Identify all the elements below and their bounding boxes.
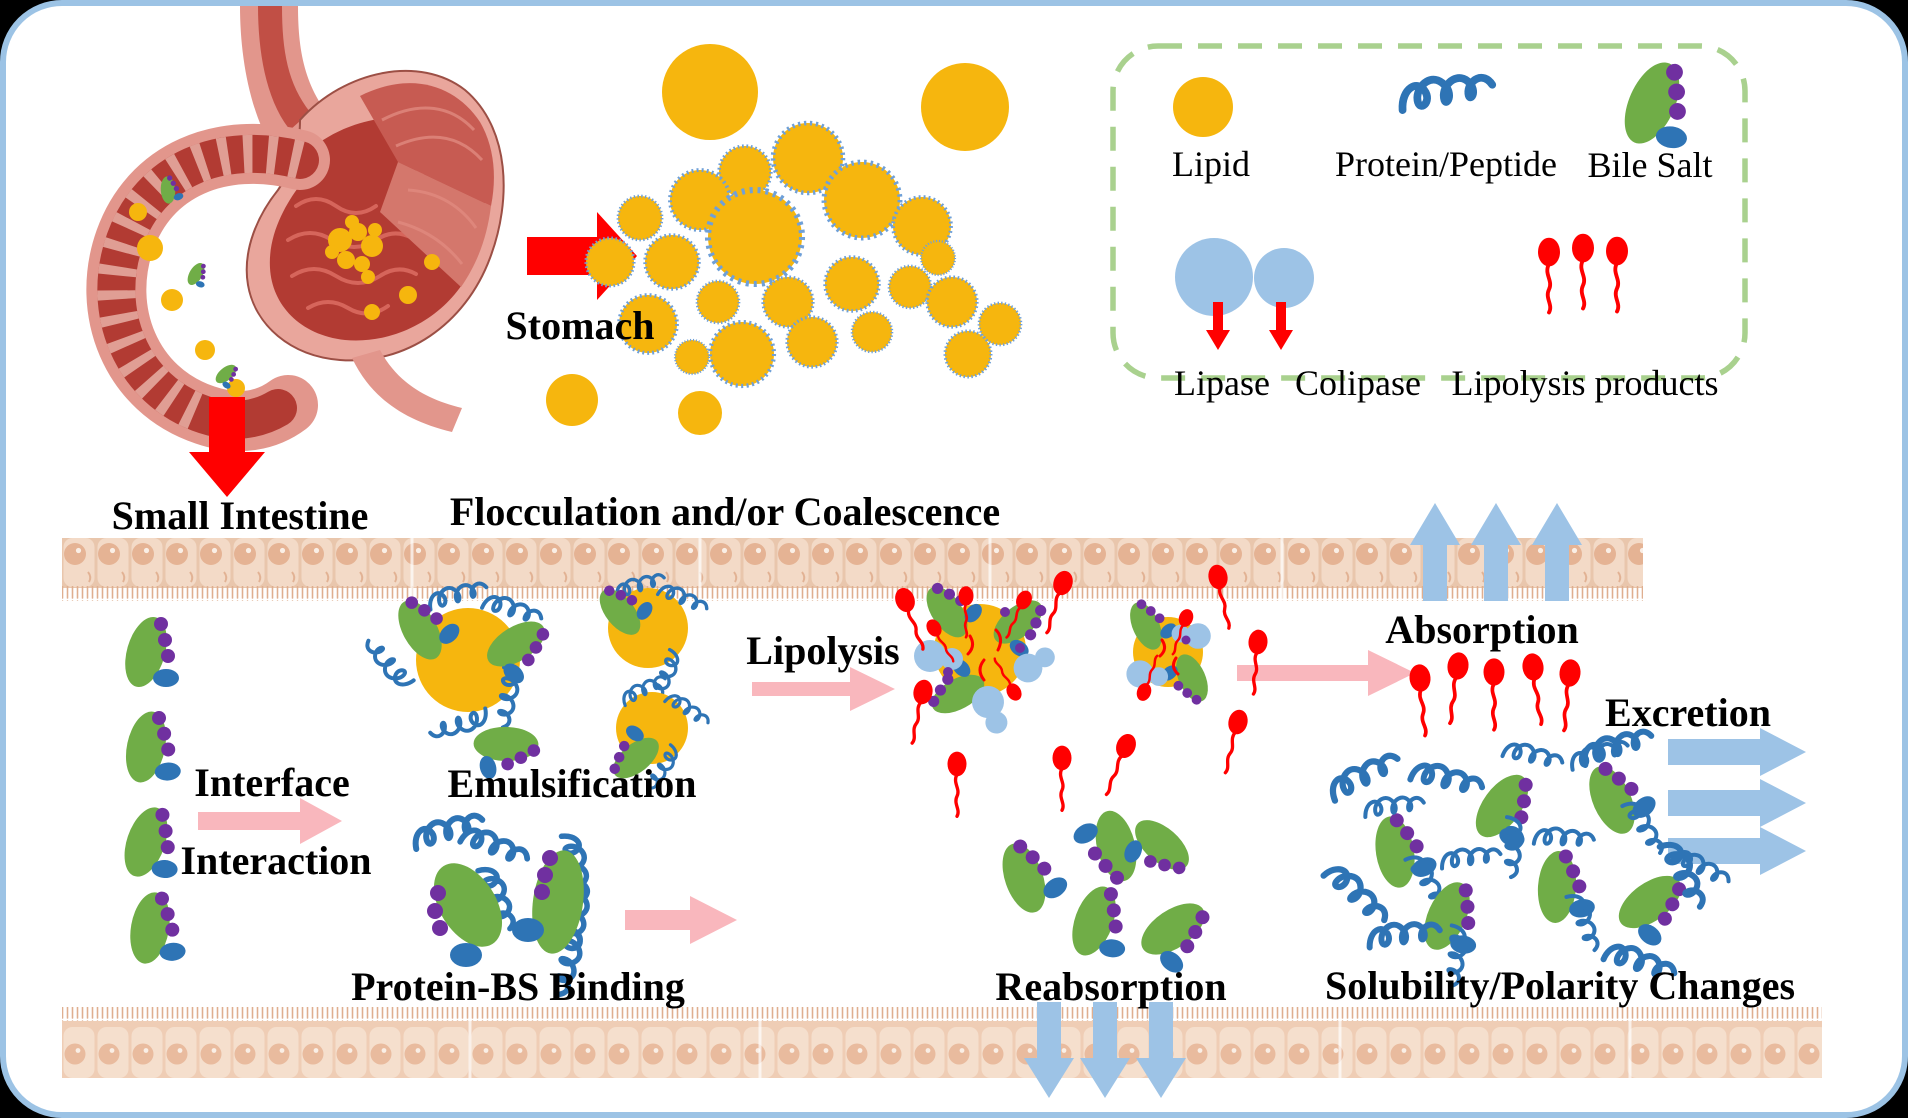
legend-label-lipid: Lipid — [1172, 144, 1250, 184]
to-reabsorption-arrow — [625, 896, 737, 944]
legend-lipolysis-products-icon — [1536, 231, 1630, 315]
intestinal-wall-top — [62, 538, 1643, 601]
label-interaction: Interaction — [180, 838, 372, 883]
legend-bile-salt-icon — [1611, 50, 1698, 156]
emulsification-droplets — [360, 567, 715, 795]
label-solubility-polarity-changes: Solubility/Polarity Changes — [1324, 963, 1796, 1008]
label-lipolysis: Lipolysis — [746, 628, 900, 673]
legend-colipase-pointer-arrow — [1269, 302, 1293, 350]
interface-interaction-arrow — [198, 798, 342, 844]
label-emulsification: Emulsification — [447, 761, 697, 806]
legend-label-lipase: Lipase — [1174, 363, 1270, 403]
label-protein-bs-binding: Protein-BS Binding — [351, 964, 685, 1009]
protein-bs-binding-complexes — [410, 807, 595, 996]
small-intestine-arrow — [189, 397, 265, 497]
legend-lipid-icon — [1173, 77, 1233, 137]
reabsorption-bile-salts — [978, 797, 1224, 981]
legend-label-lipolysis-products: Lipolysis products — [1451, 363, 1719, 403]
label-stomach: Stomach — [505, 303, 655, 348]
legend-label-protein-peptide: Protein/Peptide — [1335, 144, 1557, 184]
legend-box — [1110, 43, 1748, 381]
intestinal-wall-bottom — [62, 1007, 1822, 1078]
lipolysis-micelles — [908, 571, 1226, 739]
lipolysis-arrow — [752, 667, 895, 711]
legend-protein-icon — [1398, 68, 1494, 112]
absorption-arrows — [1410, 503, 1582, 601]
label-small-intestine: Small Intestine — [111, 493, 369, 538]
legend-label-colipase: Colipase — [1295, 363, 1421, 403]
stomach-anatomy-illustration — [86, 6, 505, 451]
legend-lipase-icon — [1175, 238, 1253, 316]
lipid-droplets-plain — [546, 44, 1009, 435]
legend-label-bile-salt: Bile Salt — [1587, 145, 1713, 185]
label-excretion: Excretion — [1605, 690, 1771, 735]
label-reabsorption: Reabsorption — [995, 964, 1227, 1009]
to-absorption-arrow — [1237, 650, 1415, 696]
reabsorption-arrows — [1024, 1002, 1186, 1098]
label-absorption: Absorption — [1385, 607, 1579, 652]
label-interface: Interface — [194, 760, 350, 805]
label-flocculation: Flocculation and/or Coalescence — [449, 489, 1001, 534]
absorbed-lipolysis-products — [1406, 649, 1584, 739]
legend-colipase-icon — [1254, 248, 1314, 308]
legend-lipase-pointer-arrow — [1206, 302, 1230, 350]
bile-salt-column — [115, 612, 187, 971]
